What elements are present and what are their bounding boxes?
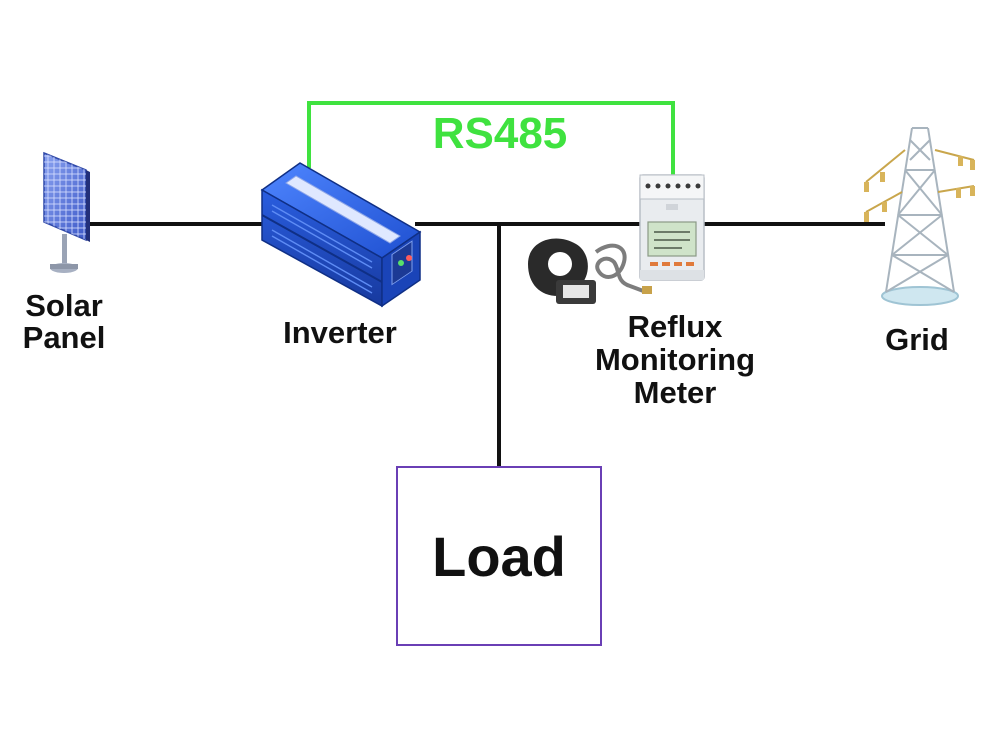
inverter-icon xyxy=(260,162,422,308)
current-transformer-icon xyxy=(528,238,652,304)
solar-label-line2: Panel xyxy=(22,320,106,355)
rs485-label: RS485 xyxy=(432,109,568,158)
solar-panel-label: Solar Panel xyxy=(4,290,124,354)
load-label: Load xyxy=(432,524,566,588)
transmission-tower-icon xyxy=(864,127,975,306)
solar-label-line1: Solar xyxy=(25,288,103,323)
grid-label: Grid xyxy=(885,322,949,357)
meter-label-line3: Meter xyxy=(633,375,717,410)
reflux-meter-label: Reflux Monitoring Meter xyxy=(560,310,790,409)
load-box: Load xyxy=(396,466,602,646)
reflux-meter-icon xyxy=(639,174,705,281)
meter-label-line1: Reflux xyxy=(627,309,723,344)
rs485-link xyxy=(307,101,675,175)
inverter-label: Inverter xyxy=(283,315,397,350)
solar-panel-icon xyxy=(43,151,90,273)
meter-label-line2: Monitoring xyxy=(594,342,756,377)
